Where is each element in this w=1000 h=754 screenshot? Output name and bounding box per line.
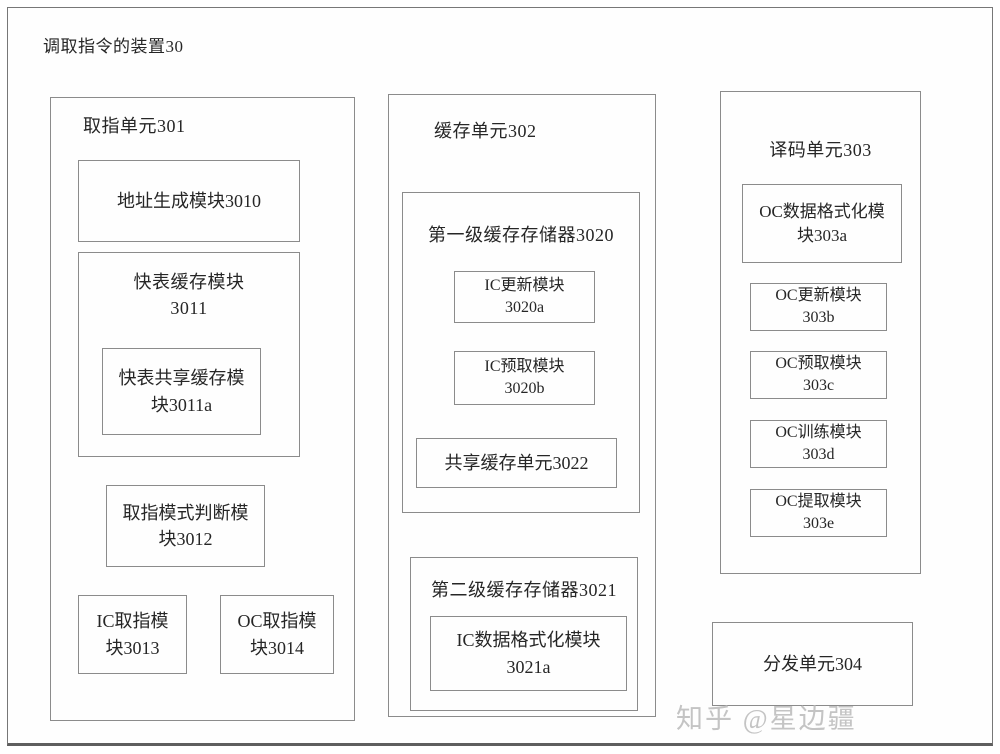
ic-data-format-module-box: IC数据格式化模块 3021a (430, 616, 627, 691)
oc-data-format-module-box: OC数据格式化模 块303a (742, 184, 902, 263)
dispatch-unit-box: 分发单元304 (712, 622, 913, 706)
oc-fetch-module-box: OC取指模 块3014 (220, 595, 334, 674)
fetch-unit-label: 取指单元301 (83, 116, 186, 136)
fetch-unit-box: 取指单元301 地址生成模块3010 快表缓存模块 3011 快表共享缓存模 块… (50, 97, 355, 721)
l1-cache-label: 第一级缓存存储器3020 (428, 225, 614, 245)
watermark: 知乎 @星边疆 (676, 704, 857, 734)
device-outer-box: 调取指令的装置30 取指单元301 地址生成模块3010 快表缓存模块 3011… (7, 7, 993, 746)
oc-update-module-box: OC更新模块 303b (750, 283, 887, 331)
cache-unit-label: 缓存单元302 (434, 121, 537, 141)
cache-unit-box: 缓存单元302 第一级缓存存储器3020 IC更新模块 3020a IC预取模块… (388, 94, 656, 717)
l2-cache-box: 第二级缓存存储器3021 IC数据格式化模块 3021a (410, 557, 638, 711)
ic-prefetch-module-box: IC预取模块 3020b (454, 351, 595, 405)
l2-cache-label: 第二级缓存存储器3021 (431, 580, 617, 600)
tlb-cache-module-label: 快表缓存模块 3011 (133, 272, 245, 319)
fetch-mode-judge-module-box: 取指模式判断模 块3012 (106, 485, 265, 567)
address-gen-module-box: 地址生成模块3010 (78, 160, 300, 242)
l1-cache-box: 第一级缓存存储器3020 IC更新模块 3020a IC预取模块 3020b 共… (402, 192, 640, 513)
decode-unit-label: 译码单元303 (769, 140, 872, 160)
shared-cache-unit-box: 共享缓存单元3022 (416, 438, 617, 488)
tlb-shared-cache-module-box: 快表共享缓存模 块3011a (102, 348, 261, 435)
oc-extract-module-box: OC提取模块 303e (750, 489, 887, 537)
ic-update-module-box: IC更新模块 3020a (454, 271, 595, 323)
oc-prefetch-module-box: OC预取模块 303c (750, 351, 887, 399)
device-title: 调取指令的装置30 (43, 37, 184, 56)
ic-fetch-module-box: IC取指模 块3013 (78, 595, 187, 674)
tlb-cache-module-box: 快表缓存模块 3011 快表共享缓存模 块3011a (78, 252, 300, 457)
decode-unit-box: 译码单元303 OC数据格式化模 块303a OC更新模块 303b OC预取模… (720, 91, 921, 574)
oc-train-module-box: OC训练模块 303d (750, 420, 887, 468)
